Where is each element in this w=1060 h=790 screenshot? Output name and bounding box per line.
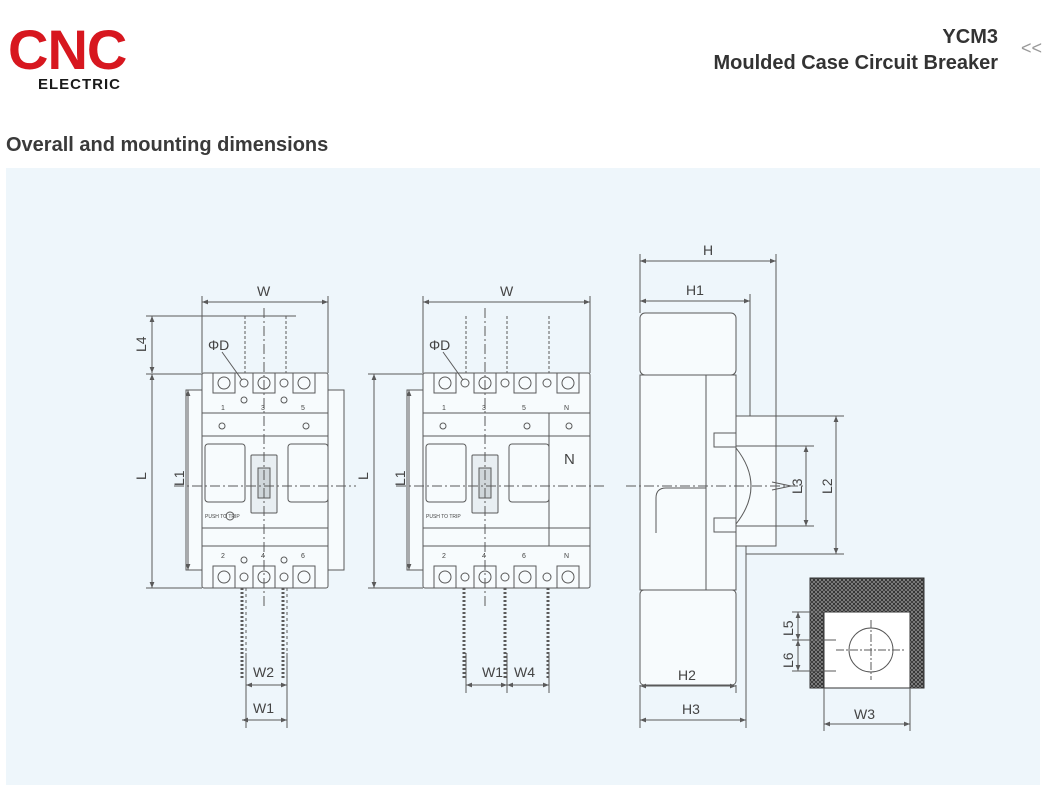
label-phid-3p: ΦD <box>208 337 229 353</box>
label-h: H <box>703 242 713 258</box>
logo-subtext: ELECTRIC <box>38 76 121 93</box>
pole-bottom-2: 2 <box>221 553 225 560</box>
pole4-bottom-4: 4 <box>482 553 486 560</box>
label-l-3p: L <box>133 472 149 480</box>
cnc-logo: CNC ELECTRIC <box>8 20 164 100</box>
three-pole-front-view <box>146 296 356 728</box>
label-phid-4p: ΦD <box>429 337 450 353</box>
pole4-bottom-2: 2 <box>442 553 446 560</box>
cutout-labels: L5 L6 W3 <box>780 620 875 722</box>
label-l2: L2 <box>819 478 835 494</box>
pole4-top-3: 3 <box>482 405 486 412</box>
label-l5: L5 <box>780 620 796 636</box>
pole4-top-1: 1 <box>442 405 446 412</box>
pole-bottom-6: 6 <box>301 553 305 560</box>
side-view <box>626 254 844 728</box>
neutral-label: N <box>564 451 575 468</box>
side-view-labels: H H1 H2 H3 L2 L3 <box>678 242 835 717</box>
label-l1-3p: L1 <box>171 470 187 486</box>
label-w1-4p: W1 <box>482 664 503 680</box>
section-title: Overall and mounting dimensions <box>6 134 329 156</box>
label-l1-4p: L1 <box>392 470 408 486</box>
label-w2: W2 <box>253 664 274 680</box>
pole4-bottom-n: N <box>564 553 569 560</box>
product-name: Moulded Case Circuit Breaker <box>713 52 998 74</box>
pole4-top-5: 5 <box>522 405 526 412</box>
pole-bottom-4: 4 <box>261 553 265 560</box>
pole4-top-n: N <box>564 405 569 412</box>
label-h2: H2 <box>678 667 696 683</box>
logo-text: CNC <box>8 18 127 81</box>
label-l3: L3 <box>789 478 805 494</box>
three-pole-labels: W L L1 L4 ΦD W2 W1 PUSH TO TRIP 1 3 5 2 … <box>133 283 305 716</box>
four-pole-labels: W L L1 ΦD W1 W4 N PUSH TO TRIP 1 3 5 N 2… <box>355 283 575 680</box>
chevrons-left-icon[interactable]: << <box>1020 38 1042 58</box>
push-to-trip-3p: PUSH TO TRIP <box>205 514 240 520</box>
label-l4: L4 <box>133 336 149 352</box>
label-w4: W4 <box>514 664 535 680</box>
pole4-bottom-6: 6 <box>522 553 526 560</box>
label-l-4p: L <box>355 472 371 480</box>
label-w-4p: W <box>500 283 514 299</box>
label-w-3p: W <box>257 283 271 299</box>
label-w1-3p: W1 <box>253 700 274 716</box>
pole-top-3: 3 <box>261 405 265 412</box>
label-l6: L6 <box>780 652 796 668</box>
pole-top-5: 5 <box>301 405 305 412</box>
model-title: YCM3 <box>942 26 998 48</box>
diagram-panel: W L L1 L4 ΦD W2 W1 PUSH TO TRIP 1 3 5 2 … <box>6 168 1040 785</box>
push-to-trip-4p: PUSH TO TRIP <box>426 514 461 520</box>
pole-top-1: 1 <box>221 405 225 412</box>
label-w3: W3 <box>854 706 875 722</box>
panel-cutout-view <box>792 577 925 731</box>
four-pole-front-view <box>368 296 606 693</box>
label-h1: H1 <box>686 282 704 298</box>
label-h3: H3 <box>682 701 700 717</box>
dimension-drawing: W L L1 L4 ΦD W2 W1 PUSH TO TRIP 1 3 5 2 … <box>133 242 925 731</box>
